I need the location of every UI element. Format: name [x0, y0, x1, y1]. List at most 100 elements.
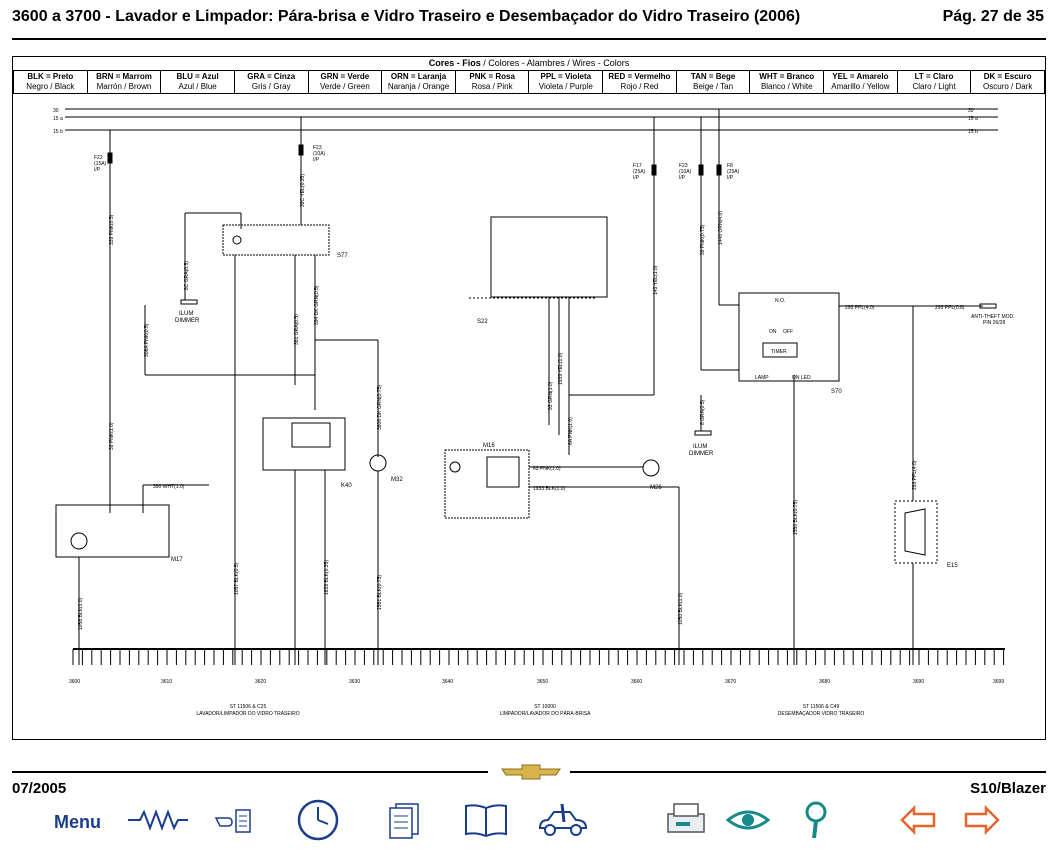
fuse-label: I/P — [727, 175, 734, 181]
label-s22: S22 — [477, 319, 488, 325]
legend-code: WHT = Branco — [759, 72, 815, 81]
bus-label-15b: 15 b — [53, 129, 63, 135]
wire-label: 1839 BLK(0.35) — [324, 560, 330, 595]
wire-label: 1057 BLK(0.5) — [234, 562, 240, 595]
bus-label-15a: 15 a — [53, 116, 63, 122]
legend-title-rest: / Colores - Alambres / Wires - Colors — [480, 58, 630, 68]
label-m16: M16 — [483, 443, 495, 449]
wire-label: 394 DK GRN(0.5) — [314, 285, 320, 325]
fuse-f23 — [298, 144, 304, 156]
legend-translation: Marrón / Brown — [96, 82, 152, 91]
motor-m16-symbol — [449, 461, 461, 473]
relay-k40-timer — [291, 422, 331, 448]
fuse-f17 — [651, 164, 657, 176]
fuse-label: (25A) — [727, 169, 740, 175]
legend-title: Cores - Fios / Colores - Alambres / Wire… — [12, 58, 1046, 68]
footer-date: 07/2005 — [12, 780, 67, 797]
section-name: DESEMBAÇADOR VIDRO TRASEIRO — [778, 711, 865, 717]
timer-block — [762, 342, 798, 358]
scale-label: 3610 — [161, 679, 172, 685]
legend-code: ORN = Laranja — [390, 72, 447, 81]
footer-rule-left — [12, 771, 488, 773]
legend-translation: Amarillo / Yellow — [831, 82, 890, 91]
fuse-label: I/P — [633, 175, 640, 181]
wire-label: 39C YEL(0.35) — [300, 174, 306, 207]
defogger-e15-grid — [904, 508, 926, 556]
fuse-label: I/P — [94, 167, 101, 173]
legend-translation: Verde / Green — [319, 82, 370, 91]
label-lamp: LAMP — [755, 375, 769, 381]
printer-icon[interactable] — [664, 800, 708, 840]
pointing-hand-list-icon[interactable] — [214, 800, 254, 840]
legend-translation: Violeta / Purple — [538, 82, 593, 91]
legend-translation: Oscuro / Dark — [982, 82, 1033, 91]
legend-code: YEL = Amarelo — [832, 72, 889, 81]
arrow-right-icon[interactable] — [962, 800, 1002, 840]
resistor-icon[interactable] — [126, 800, 190, 840]
scale-label: 3699 — [993, 679, 1004, 685]
illum-connector-right — [694, 430, 712, 436]
fuse-label: F17 — [633, 163, 642, 169]
label-m17: M17 — [171, 557, 183, 563]
label-s77: S77 — [337, 253, 348, 259]
relay-k40 — [262, 417, 346, 471]
legend-code: LT = Claro — [914, 72, 954, 81]
legend-translation: Beige / Tan — [693, 82, 734, 91]
scale-label: 3650 — [537, 679, 548, 685]
timer-s70 — [738, 292, 840, 382]
documents-icon[interactable] — [384, 800, 424, 840]
magnifier-icon[interactable] — [796, 800, 836, 840]
clock-icon[interactable] — [296, 798, 340, 842]
car-wrench-icon[interactable] — [536, 800, 592, 840]
label-on: ON — [769, 329, 777, 335]
fuse-f8 — [716, 164, 722, 176]
wire-label: 8 GRA(0.5) — [700, 399, 706, 425]
wire-label: 143 YEL(1.0) — [653, 265, 659, 295]
legend-translation: Claro / Light — [912, 82, 956, 91]
eye-icon[interactable] — [726, 800, 770, 840]
open-book-icon[interactable] — [462, 800, 510, 840]
arrow-left-icon[interactable] — [898, 800, 938, 840]
section-code: ST 11506 & C49 — [803, 704, 840, 710]
wire-label: 63 PNK(1.0) — [533, 466, 561, 472]
fuse-label: (10A) — [679, 169, 692, 175]
legend-code: BRN = Marrom — [96, 72, 152, 81]
scale-label: 3640 — [442, 679, 453, 685]
fuse-label: I/P — [679, 175, 686, 181]
fuse-label: (25A) — [633, 169, 646, 175]
legend-code: RED = Vermelho — [608, 72, 671, 81]
wire-label: 93 GRN(1.0) — [548, 381, 554, 410]
wire-label: 293 PPL(4.0) — [912, 460, 918, 490]
label-on-led: ON LED — [792, 375, 811, 381]
label-m32: M32 — [391, 477, 403, 483]
wire-label: 308A PNK(0.5) — [144, 323, 150, 357]
legend-code: TAN = Bege — [690, 72, 736, 81]
wire-label: 6A PNK(1.0) — [568, 417, 574, 445]
scale-label: 3660 — [631, 679, 642, 685]
chevrolet-logo — [501, 764, 561, 780]
scale-label: 3680 — [819, 679, 830, 685]
motor-m32 — [369, 454, 387, 472]
menu-button[interactable]: Menu — [54, 812, 101, 832]
legend-code: PNK = Rosa — [469, 72, 515, 81]
wire-label: 1440 ORN(4.0) — [718, 211, 724, 245]
fuse-label: (15A) — [94, 161, 107, 167]
fuse-label: F23 — [679, 163, 688, 169]
footer-rule-right — [570, 771, 1046, 773]
legend-code: GRN = Verde — [320, 72, 370, 81]
fuse-label: F23 — [313, 145, 322, 151]
label-illum-left: ILUM — [179, 311, 193, 317]
label-e15: E15 — [947, 563, 958, 569]
wire-label: 39 PNK(0.75) — [700, 224, 706, 255]
wire-label: 1550 BLK(0.75) — [793, 500, 799, 535]
scale-label: 3600 — [69, 679, 80, 685]
wire-label: 1933 BLK(1.0) — [533, 486, 566, 492]
